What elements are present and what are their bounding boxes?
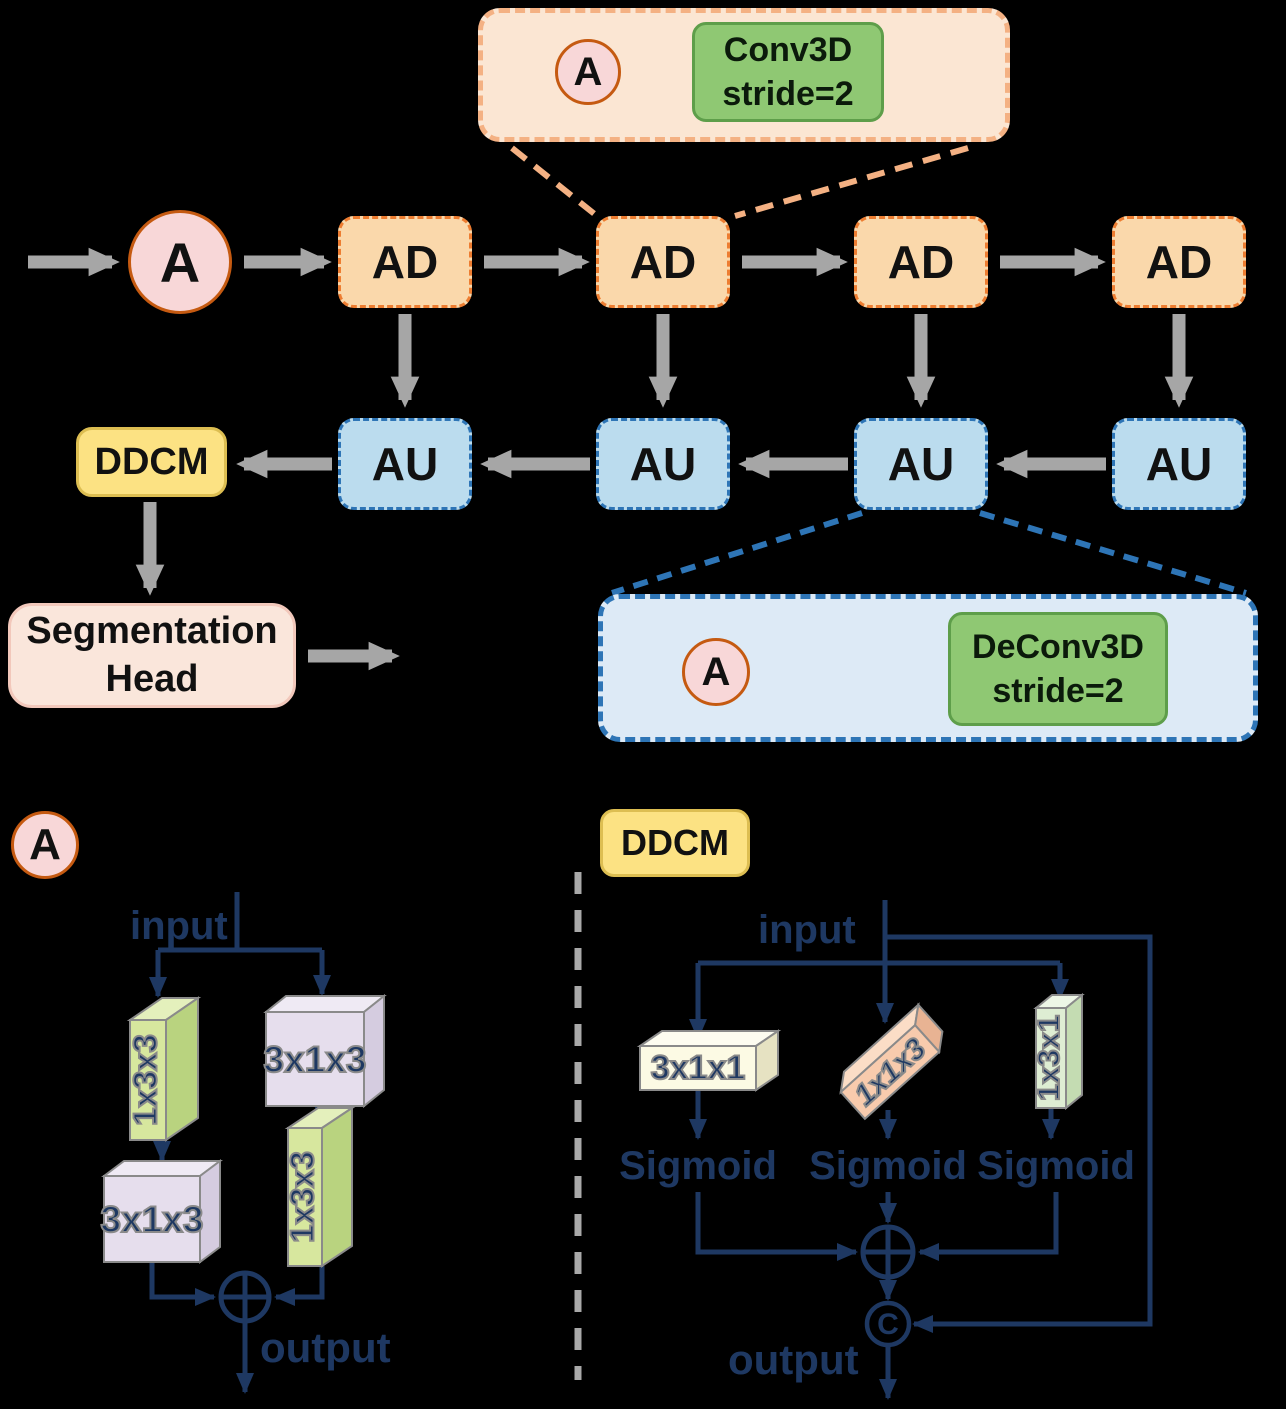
- inset-flow-arrows: [494, 60, 1248, 682]
- module-ddcm-input-label: input: [758, 908, 856, 952]
- deconv3d-box: DeConv3D stride=2: [948, 612, 1168, 726]
- ad-block-4: AD: [1112, 216, 1246, 308]
- ad-block-1: AD: [338, 216, 472, 308]
- au-block-1: AU: [338, 418, 472, 510]
- kernel-label: 3x1x3: [101, 1199, 204, 1240]
- ad-block-3: AD: [854, 216, 988, 308]
- main-flow-arrows: [28, 247, 1194, 671]
- attention-circle-main: A: [128, 210, 232, 314]
- kernel-block-3x1x3-right: 3x1x3: [263, 993, 387, 1109]
- concat-icon: C: [864, 1300, 912, 1348]
- deconv3d-line2: stride=2: [992, 672, 1124, 710]
- legend-ddcm-box: DDCM: [600, 809, 750, 877]
- kernel-label: 3x1x1: [651, 1049, 746, 1087]
- sigmoid-label-1: Sigmoid: [619, 1144, 777, 1188]
- sigmoid-label-3: Sigmoid: [977, 1144, 1135, 1188]
- kernel-label: 1x3x3: [127, 1034, 164, 1126]
- segmentation-head-line2: Head: [105, 657, 199, 700]
- conv3d-box: Conv3D stride=2: [692, 22, 884, 122]
- segmentation-head-box: Segmentation Head: [8, 603, 296, 708]
- ddcm-block: DDCM: [76, 427, 227, 497]
- kernel-slab-1x1x3: 1x1x3: [839, 1002, 944, 1121]
- au-block-2: AU: [596, 418, 730, 510]
- module-ddcm-add-icon: [860, 1224, 916, 1280]
- au-block-4: AU: [1112, 418, 1246, 510]
- kernel-label: 1x3x1: [1031, 1015, 1066, 1101]
- kernel-slab-3x1x1: 3x1x1: [636, 1029, 782, 1092]
- kernel-label: 1x3x3: [284, 1151, 321, 1243]
- module-a-add-icon: [218, 1270, 272, 1324]
- module-a-output-label: output: [260, 1324, 391, 1371]
- module-ddcm-output-label: output: [728, 1336, 859, 1383]
- inset-connector-lines: [510, 145, 1247, 596]
- module-a-wires: [148, 892, 331, 1395]
- kernel-label: 3x1x3: [264, 1039, 367, 1080]
- kernel-block-1x3x3-right-bottom: 1x3x3: [283, 1106, 356, 1268]
- attention-circle-deconv: A: [682, 638, 750, 706]
- ad-block-2: AD: [596, 216, 730, 308]
- concat-label: C: [877, 1308, 899, 1341]
- deconv3d-line1: DeConv3D: [972, 627, 1144, 666]
- attention-circle-inset: A: [555, 39, 621, 105]
- kernel-block-3x1x3-left-bottom: 3x1x3: [100, 1159, 223, 1264]
- module-ddcm-wires: [688, 900, 1153, 1401]
- segmentation-head-line1: Segmentation: [26, 610, 278, 652]
- kernel-slab-1x3x1: 1x3x1: [1030, 992, 1085, 1111]
- module-a-input-label: input: [130, 904, 228, 948]
- conv3d-line1: Conv3D: [723, 30, 853, 69]
- kernel-block-1x3x3-left: 1x3x3: [126, 996, 202, 1142]
- legend-attention-circle: A: [11, 811, 79, 879]
- sigmoid-label-2: Sigmoid: [809, 1144, 967, 1188]
- au-block-3: AU: [854, 418, 988, 510]
- conv3d-line2: stride=2: [722, 75, 854, 113]
